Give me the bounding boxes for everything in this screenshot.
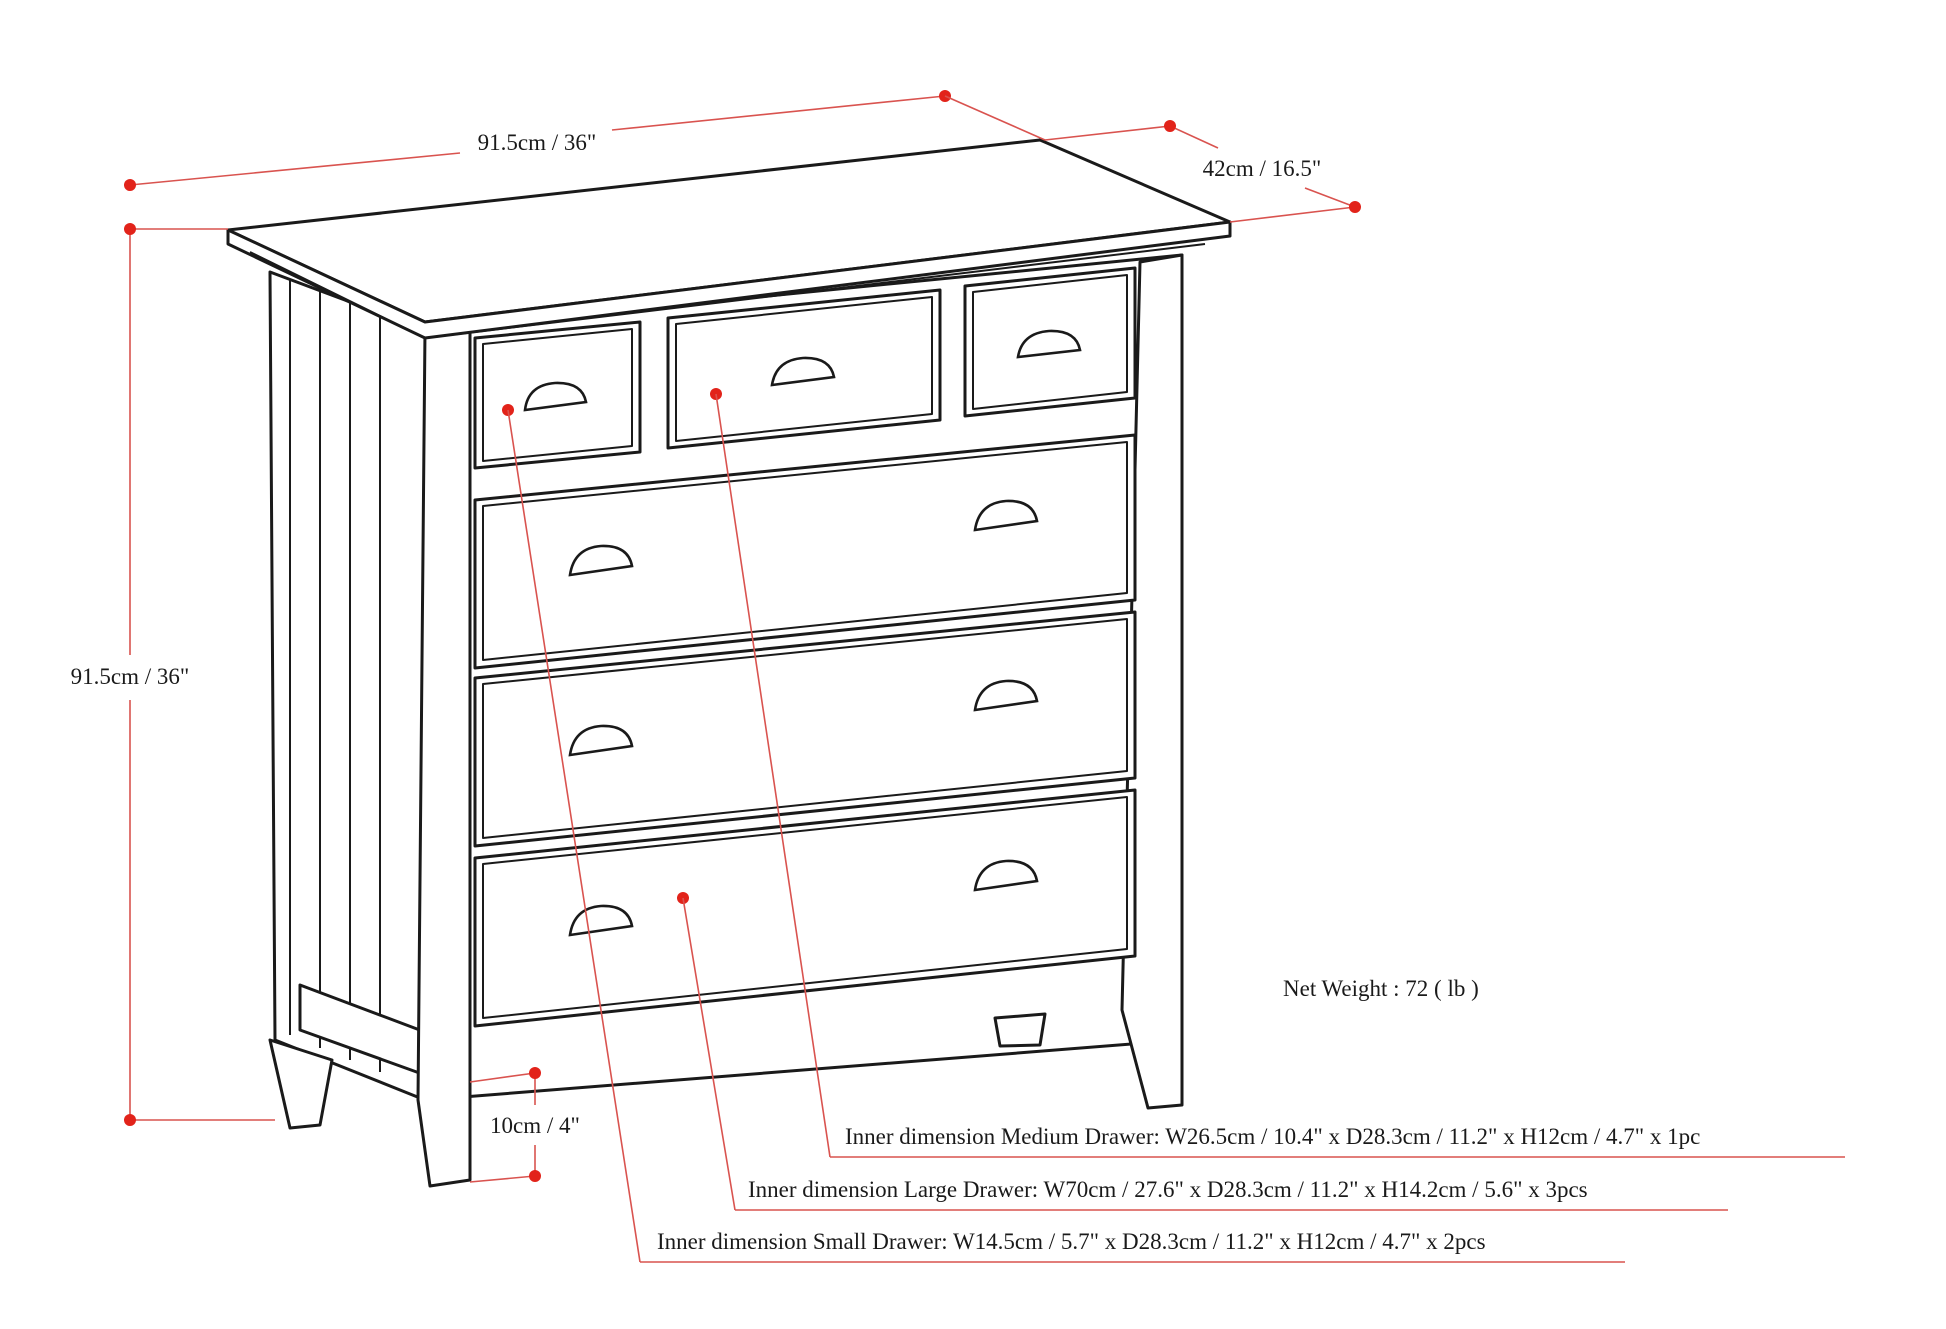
cup-pull-icon (523, 381, 588, 412)
cup-pull-icon (770, 356, 836, 387)
top-slab-edge (226, 220, 1232, 340)
cup-pull-icon (568, 724, 634, 757)
dresser-drawing (226, 138, 1232, 1188)
large-drawer-2 (473, 610, 1137, 848)
leg-clearance-label: 10cm / 4" (490, 1113, 580, 1138)
cup-pull-icon (1016, 329, 1082, 359)
cup-pull-icon (973, 499, 1039, 532)
medium-drawer (666, 288, 942, 450)
width-label: 91.5cm / 36" (478, 130, 597, 155)
net-weight-label: Net Weight : 72 ( lb ) (1283, 976, 1479, 1001)
medium-drawer-callout: Inner dimension Medium Drawer: W26.5cm /… (845, 1124, 1700, 1149)
cup-pull-icon (568, 544, 634, 577)
small-drawer-left (473, 320, 642, 470)
cup-pull-icon (973, 679, 1039, 712)
front-left-leg (416, 324, 472, 1188)
side-panel (268, 270, 427, 1102)
large-drawer-1 (473, 433, 1137, 670)
depth-label: 42cm / 16.5" (1203, 156, 1322, 181)
small-drawer-right (963, 266, 1137, 418)
large-drawer-3 (473, 788, 1137, 1028)
back-left-leg (268, 1038, 334, 1130)
cup-pull-icon (973, 859, 1039, 892)
large-drawer-callout: Inner dimension Large Drawer: W70cm / 27… (748, 1177, 1588, 1202)
height-label: 91.5cm / 36" (71, 664, 190, 689)
labels: 91.5cm / 36" 42cm / 16.5" 91.5cm / 36" 1… (71, 130, 1701, 1254)
dimension-lines (124, 90, 1845, 1263)
rear-right-foot (993, 1012, 1047, 1048)
small-drawer-callout: Inner dimension Small Drawer: W14.5cm / … (657, 1229, 1486, 1254)
